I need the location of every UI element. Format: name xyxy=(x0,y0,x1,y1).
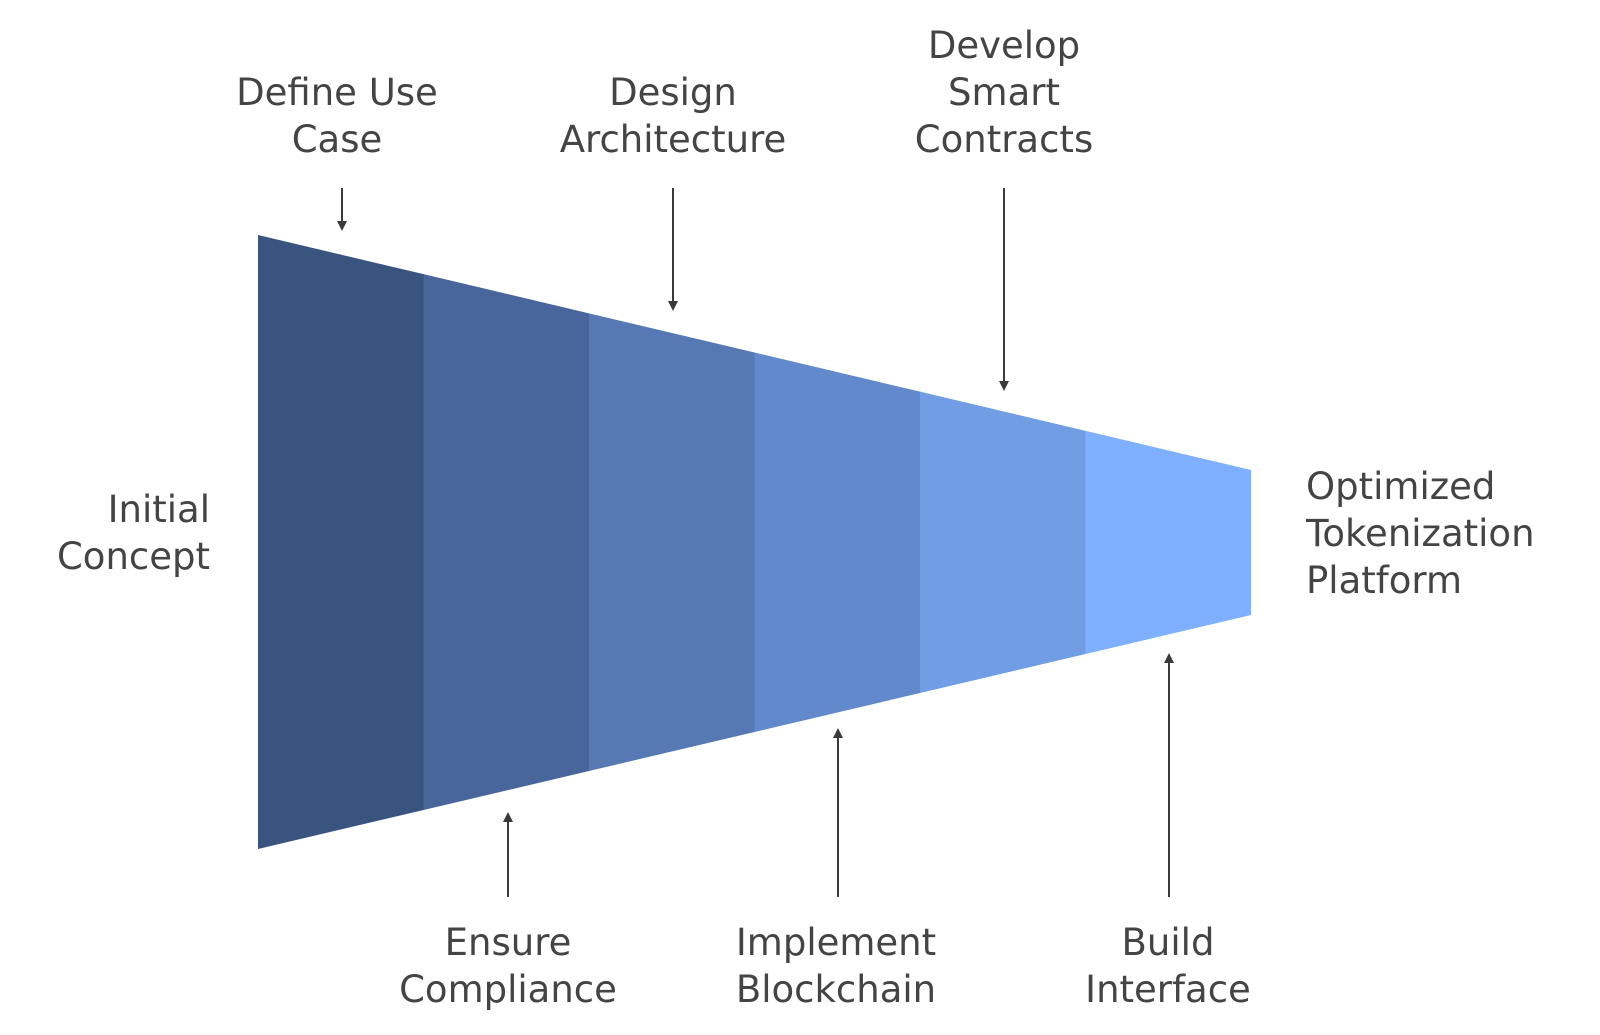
step-develop-smart-contracts: Develop Smart Contracts xyxy=(914,24,1094,161)
step-design-architecture: Design Architecture xyxy=(559,71,787,161)
funnel-stage-2 xyxy=(423,274,590,811)
step-implement-blockchain: Implement Blockchain xyxy=(735,921,937,1011)
funnel-stage-4 xyxy=(754,352,921,732)
step-ensure-compliance: Ensure Compliance xyxy=(399,921,617,1011)
step-define-use-case: Define Use Case xyxy=(236,71,438,161)
funnel-stage-3 xyxy=(589,313,756,771)
initial-concept-label: Initial Concept xyxy=(56,488,210,578)
funnel-stage-1 xyxy=(258,235,425,849)
optimized-platform-label: Optimized Tokenization Platform xyxy=(1306,465,1535,602)
step-build-interface: Build Interface xyxy=(1085,921,1251,1011)
funnel-stage-5 xyxy=(920,391,1087,693)
funnel-stage-6 xyxy=(1085,430,1251,654)
